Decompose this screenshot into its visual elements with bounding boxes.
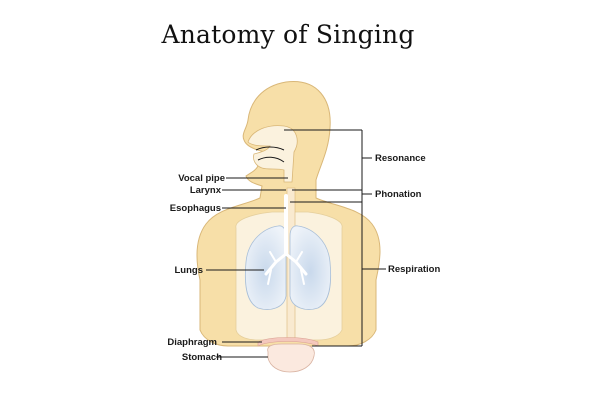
- label-phonation: Phonation: [375, 189, 422, 200]
- bronchi: [264, 194, 308, 285]
- region-brackets: [284, 129, 386, 347]
- stomach-shape: [267, 343, 315, 373]
- label-esophagus: Esophagus: [170, 203, 221, 214]
- diagram-title: Anatomy of Singing: [161, 20, 415, 49]
- right-lung: [289, 225, 332, 310]
- label-respiration: Respiration: [388, 264, 440, 275]
- label-leaders: [206, 177, 288, 358]
- label-lungs: Lungs: [175, 265, 204, 276]
- label-diaphragm: Diaphragm: [167, 337, 217, 348]
- label-larynx: Larynx: [190, 185, 222, 196]
- tongue-line: [257, 156, 285, 163]
- label-vocal-pipe: Vocal pipe: [178, 173, 225, 184]
- resonance-cavity: [247, 125, 298, 183]
- label-resonance: Resonance: [375, 153, 426, 164]
- label-stomach: Stomach: [182, 352, 222, 363]
- palate-line: [255, 146, 285, 151]
